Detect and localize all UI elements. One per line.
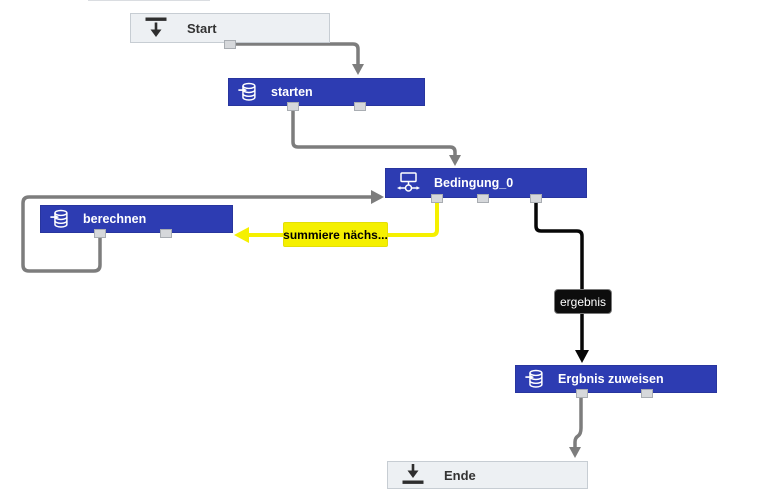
- arrowhead-right-icon: [371, 190, 384, 204]
- edge-bedingung-to-berechnen-yellow[interactable]: [234, 201, 439, 243]
- arrowhead-down-icon: [449, 155, 461, 166]
- node-start[interactable]: Start: [130, 13, 330, 43]
- arrowhead-down-icon: [569, 447, 581, 458]
- edge-bedingung-to-ergbnis-black[interactable]: [534, 201, 589, 363]
- database-assign-icon: [237, 81, 259, 103]
- arrowhead-down-icon: [352, 64, 364, 75]
- port-bedingung-out-1[interactable]: [431, 194, 443, 203]
- edge-label-text: ergebnis: [559, 294, 607, 309]
- port-bedingung-out-2[interactable]: [477, 194, 489, 203]
- edge-berechnen-loop-to-bedingung[interactable]: [21, 190, 384, 273]
- node-label: Start: [187, 20, 217, 36]
- node-bedingung-0[interactable]: Bedingung_0: [385, 168, 587, 198]
- arrowhead-down-icon: [575, 350, 589, 363]
- port-starten-out-1[interactable]: [287, 102, 299, 111]
- edge-ergbnis-to-ende[interactable]: [569, 396, 583, 458]
- edge-starten-to-bedingung[interactable]: [291, 109, 461, 166]
- port-ergbnis-out-2[interactable]: [641, 389, 653, 398]
- node-label: Bedingung_0: [434, 176, 514, 190]
- node-label: berechnen: [83, 212, 147, 226]
- port-ergbnis-out-1[interactable]: [576, 389, 588, 398]
- start-bar-down-arrow-icon: [144, 16, 168, 40]
- port-berechnen-out-2[interactable]: [160, 229, 172, 238]
- node-ende[interactable]: Ende: [387, 461, 588, 489]
- port-bedingung-out-3[interactable]: [530, 194, 542, 203]
- edge-label-result[interactable]: ergebnis: [554, 289, 612, 314]
- condition-branch-icon: [394, 171, 422, 195]
- port-start-out[interactable]: [224, 40, 236, 49]
- edge-label-loop[interactable]: summiere nächs...: [283, 222, 388, 247]
- node-label: starten: [271, 85, 313, 99]
- cropped-toolbar-edge: [88, 0, 210, 1]
- database-assign-icon: [49, 208, 71, 230]
- node-label: Ende: [444, 467, 476, 483]
- arrowhead-left-icon: [234, 227, 249, 243]
- database-assign-icon: [524, 368, 546, 390]
- edge-start-to-starten[interactable]: [231, 42, 364, 75]
- node-label: Ergbnis zuweisen: [558, 372, 664, 386]
- down-arrow-bar-icon: [401, 463, 425, 487]
- port-berechnen-out-1[interactable]: [94, 229, 106, 238]
- port-starten-out-2[interactable]: [354, 102, 366, 111]
- node-starten[interactable]: starten: [228, 78, 425, 106]
- node-berechnen[interactable]: berechnen: [40, 205, 233, 233]
- edge-label-text: summiere nächs...: [283, 227, 388, 242]
- node-ergbnis-zuweisen[interactable]: Ergbnis zuweisen: [515, 365, 717, 393]
